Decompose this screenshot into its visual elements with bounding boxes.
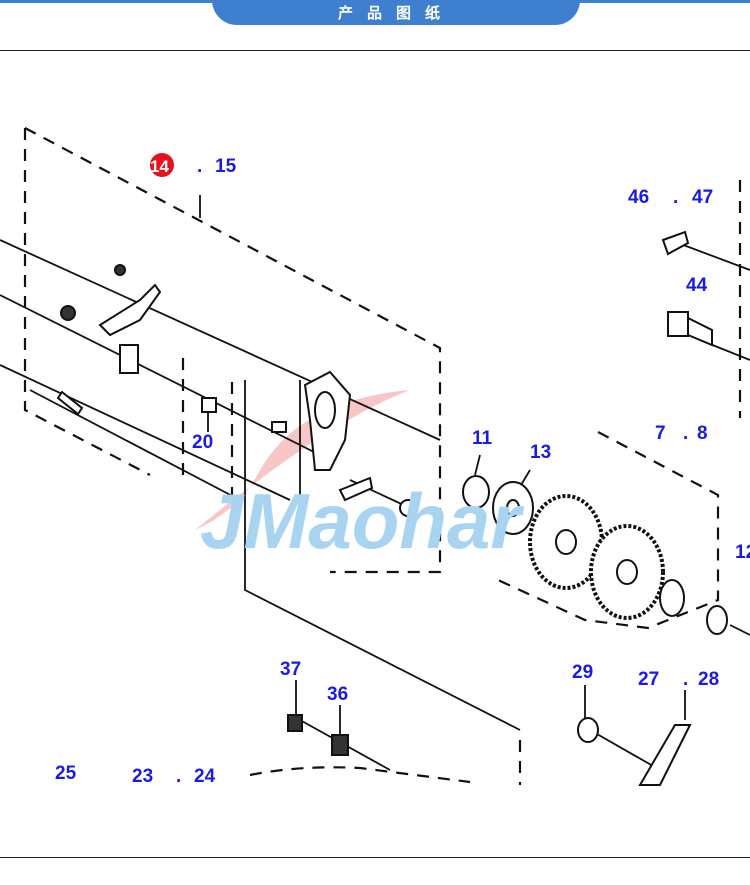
callout-11[interactable]: 11 [472, 428, 493, 449]
callout-47[interactable]: 47 [692, 187, 713, 208]
callout-46[interactable]: 46 [628, 187, 649, 208]
separator-dot: . [673, 187, 678, 208]
callout-12[interactable]: 12 [735, 542, 750, 563]
separator-dot: . [197, 156, 202, 177]
callout-8[interactable]: 8 [697, 423, 708, 444]
callout-13[interactable]: 13 [530, 442, 551, 463]
separator-dot: . [683, 423, 688, 444]
callout-15[interactable]: 15 [215, 156, 237, 177]
top-divider [0, 50, 750, 51]
callout-44[interactable]: 44 [686, 275, 708, 296]
assembly-outlines [23, 127, 742, 785]
parts [56, 230, 728, 786]
callout-29[interactable]: 29 [572, 662, 593, 683]
callout-14-highlight [150, 153, 174, 177]
callout-27[interactable]: 27 [638, 669, 659, 690]
callout-37[interactable]: 37 [280, 659, 301, 680]
separator-dot: . [176, 766, 181, 787]
callout-20[interactable]: 20 [192, 432, 213, 453]
callout-23[interactable]: 23 [132, 766, 153, 787]
callout-24[interactable]: 24 [194, 766, 216, 787]
callout-25[interactable]: 25 [55, 763, 77, 784]
watermark-text: JMaohar [200, 477, 524, 565]
watermark-swoosh [195, 390, 410, 530]
bottom-divider [0, 857, 750, 858]
separator-dot: . [683, 669, 688, 690]
callout-36[interactable]: 36 [327, 684, 348, 705]
callout-14[interactable]: 14 [150, 157, 169, 176]
callout-7[interactable]: 7 [655, 423, 666, 444]
callout-28[interactable]: 28 [698, 669, 719, 690]
page-title: 产品图纸 [212, 0, 580, 25]
